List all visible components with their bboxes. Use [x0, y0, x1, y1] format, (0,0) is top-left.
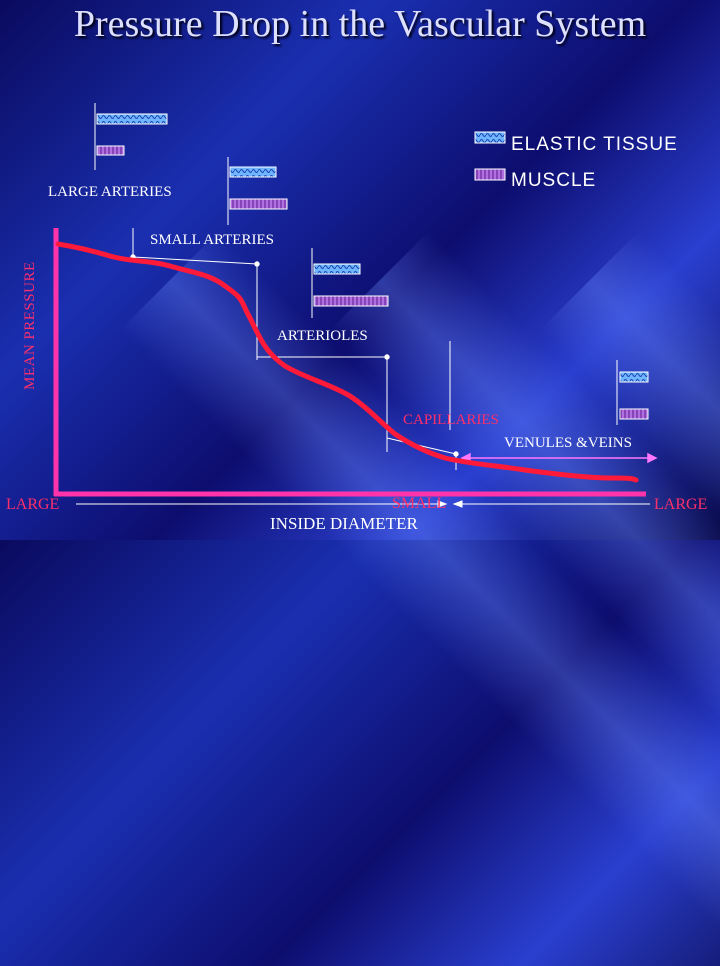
arteriole-wall — [311, 248, 389, 318]
x-axis-left-label: LARGE — [6, 496, 60, 513]
arterioles-label: ARTERIOLES — [277, 328, 368, 344]
large-arteries-label: LARGE ARTERIES — [48, 184, 172, 200]
y-axis-label: MEAN PRESSURE — [22, 261, 38, 390]
diameter-arrows — [76, 500, 650, 508]
segment-brackets — [130, 228, 459, 470]
capillaries-label: CAPILLARIES — [403, 412, 499, 428]
vascular-diagram — [53, 103, 658, 508]
x-axis-mid-label: SMALL — [392, 495, 447, 512]
legend-elastic-tissue-label: ELASTIC TISSUE — [511, 134, 678, 155]
elastic-tissue-swatch — [474, 131, 506, 144]
small-artery-wall — [227, 157, 288, 225]
small-arteries-label: SMALL ARTERIES — [150, 232, 274, 248]
page-title: Pressure Drop in the Vascular System — [73, 3, 647, 45]
muscle-swatch — [474, 168, 506, 181]
pressure-curve — [55, 241, 639, 483]
legend-muscle-label: MUSCLE — [511, 170, 597, 191]
x-axis-right-label: LARGE — [654, 496, 708, 513]
venules-veins-label: VENULES &VEINS — [504, 435, 632, 451]
large-artery-wall — [94, 103, 168, 170]
venules-span-arrow — [460, 452, 658, 464]
x-axis-label: INSIDE DIAMETER — [270, 514, 418, 533]
vein-wall — [616, 360, 649, 425]
